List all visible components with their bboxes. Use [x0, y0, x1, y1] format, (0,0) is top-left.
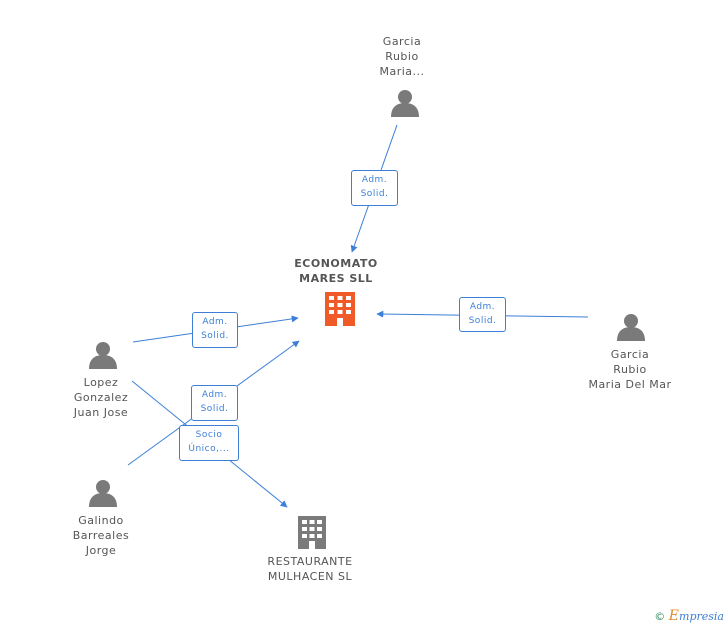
label-line: Rubio — [613, 363, 647, 376]
label-line: Jorge — [85, 544, 117, 557]
person-garcia-top-label[interactable]: Garcia Rubio Maria... — [352, 34, 452, 79]
building-icon — [325, 292, 355, 326]
edge-role-galindo[interactable]: Adm. Solid. — [191, 385, 238, 421]
label-line: Maria Del Mar — [588, 378, 672, 391]
label-line: ECONOMATO — [294, 257, 378, 270]
brand-footer: © Empresia — [654, 608, 724, 624]
person-galindo-label[interactable]: Galindo Barreales Jorge — [51, 513, 151, 558]
edge-role-lopez[interactable]: Adm. Solid. — [192, 312, 238, 348]
role-line: Adm. — [201, 390, 228, 400]
role-line: Solid. — [360, 189, 389, 199]
copyright-symbol: © — [654, 610, 666, 623]
label-line: Garcia — [610, 348, 650, 361]
brand-logo-initial: E — [668, 608, 680, 624]
label-line: Juan Jose — [73, 406, 129, 419]
role-line: Único,... — [188, 444, 230, 454]
label-line: MULHACEN SL — [267, 570, 353, 583]
label-line: Gonzalez — [73, 391, 129, 404]
building-icon — [298, 516, 326, 549]
role-line: Solid. — [201, 331, 229, 341]
role-line: Socio — [195, 430, 223, 440]
role-line: Solid. — [468, 316, 497, 326]
company-economato-label[interactable]: ECONOMATO MARES SLL — [286, 256, 386, 286]
person-lopez-label[interactable]: Lopez Gonzalez Juan Jose — [51, 375, 151, 420]
role-line: Solid. — [200, 404, 229, 414]
person-icon — [89, 480, 117, 507]
person-garcia-right-label[interactable]: Garcia Rubio Maria Del Mar — [579, 347, 681, 392]
person-icon — [89, 342, 117, 369]
label-line: MARES SLL — [299, 272, 373, 285]
role-line: Adm. — [202, 317, 228, 327]
role-line: Adm. — [469, 302, 496, 312]
label-line: Lopez — [83, 376, 119, 389]
edge-role-garcia-right[interactable]: Adm. Solid. — [459, 297, 506, 332]
edge-role-lopez-restaurante[interactable]: Socio Único,... — [179, 425, 239, 461]
label-line: Maria... — [379, 65, 425, 78]
edge-role-garcia-top[interactable]: Adm. Solid. — [351, 170, 398, 206]
role-line: Adm. — [361, 175, 388, 185]
label-line: Garcia — [382, 35, 422, 48]
label-line: RESTAURANTE — [267, 555, 353, 568]
person-icon — [391, 90, 419, 117]
company-restaurante-label[interactable]: RESTAURANTE MULHACEN SL — [252, 554, 368, 584]
brand-logo-text: mpresia — [679, 610, 724, 623]
label-line: Galindo — [78, 514, 124, 527]
label-line: Rubio — [385, 50, 419, 63]
label-line: Barreales — [72, 529, 130, 542]
person-icon — [617, 314, 645, 341]
